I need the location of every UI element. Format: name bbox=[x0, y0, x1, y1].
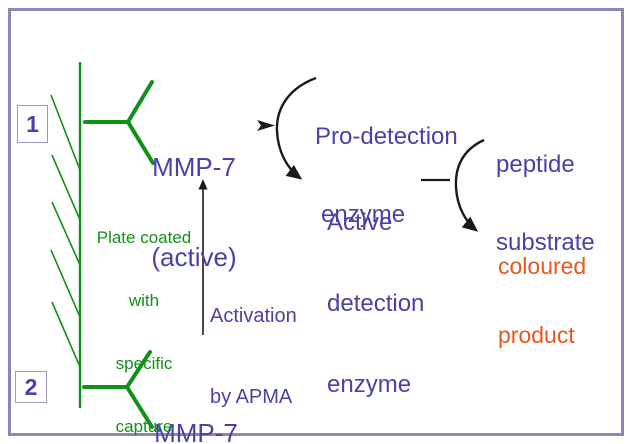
coloured-line1: coloured bbox=[498, 253, 587, 279]
peptide-line2: substrate bbox=[496, 229, 595, 256]
plate-note-line3: specific bbox=[115, 354, 173, 373]
step-1-box: 1 bbox=[17, 105, 48, 143]
active-detection-line3: enzyme bbox=[327, 371, 412, 398]
peptide-line1: peptide bbox=[496, 151, 575, 178]
pro-detection-line2: enzyme bbox=[321, 201, 406, 228]
mmp7-pro-label: MMP-7 (pro) bbox=[146, 353, 246, 444]
mmp7-active-name: MMP-7 bbox=[152, 152, 236, 182]
activation-line1: Activation bbox=[210, 305, 297, 327]
coloured-product-label: coloured product bbox=[498, 209, 586, 393]
plate-hatch-lines bbox=[50, 94, 81, 368]
plate-note-line4: capture bbox=[115, 417, 173, 436]
pro-detection-enzyme-label: Pro-detection enzyme bbox=[315, 72, 458, 280]
step-2-box: 2 bbox=[15, 371, 47, 403]
capture-antibody-active-icon bbox=[83, 80, 155, 165]
plate-note-line1: Plate coated bbox=[96, 228, 192, 247]
capture-antibody-pro-icon bbox=[82, 350, 154, 429]
peptide-substrate-label: peptide substrate bbox=[496, 100, 595, 308]
step-1-label: 1 bbox=[26, 110, 39, 137]
pro-detection-line1: Pro-detection bbox=[315, 123, 458, 150]
substrate-conversion-arrow-icon bbox=[454, 138, 485, 232]
mmp7-pointer-icon bbox=[257, 120, 275, 131]
enzyme-conversion-arrow-icon bbox=[275, 76, 317, 180]
mmp7-active-state: (active) bbox=[151, 242, 237, 272]
diagram-border bbox=[8, 8, 624, 436]
activation-note: Activation by APMA bbox=[210, 249, 297, 444]
active-detection-line1: Active bbox=[327, 209, 393, 236]
mmp7-pro-name: MMP-7 bbox=[154, 418, 238, 444]
active-detection-line2: detection bbox=[327, 290, 425, 317]
coloured-line2: product bbox=[498, 322, 575, 348]
activation-line2: by APMA bbox=[210, 386, 293, 408]
step-2-label: 2 bbox=[24, 373, 38, 400]
plate-coated-note: Plate coated with specific capture antib… bbox=[90, 185, 198, 444]
mmp7-active-label: MMP-7 (active) bbox=[144, 92, 244, 332]
active-detection-enzyme-label: Active detection enzyme bbox=[327, 155, 424, 444]
plate-note-line2: with bbox=[128, 291, 160, 310]
